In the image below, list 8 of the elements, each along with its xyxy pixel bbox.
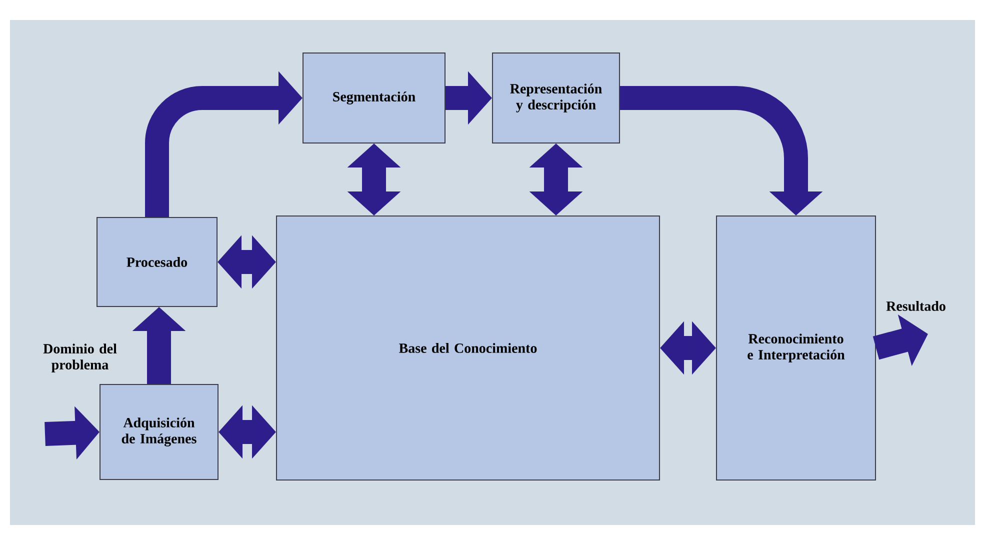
process-box: Segmentación xyxy=(302,52,446,144)
annotation: Dominio del problema xyxy=(43,344,117,372)
edge-label: Resultado xyxy=(886,301,946,311)
process-box: Reconocimiento e Interpretación xyxy=(716,216,876,480)
process-box: Base del Conocimiento xyxy=(276,216,660,480)
process-box: Procesado xyxy=(96,217,218,307)
process-box: Adquisición de Imágenes xyxy=(100,384,218,480)
process-box: Representación y descripción xyxy=(492,52,620,144)
